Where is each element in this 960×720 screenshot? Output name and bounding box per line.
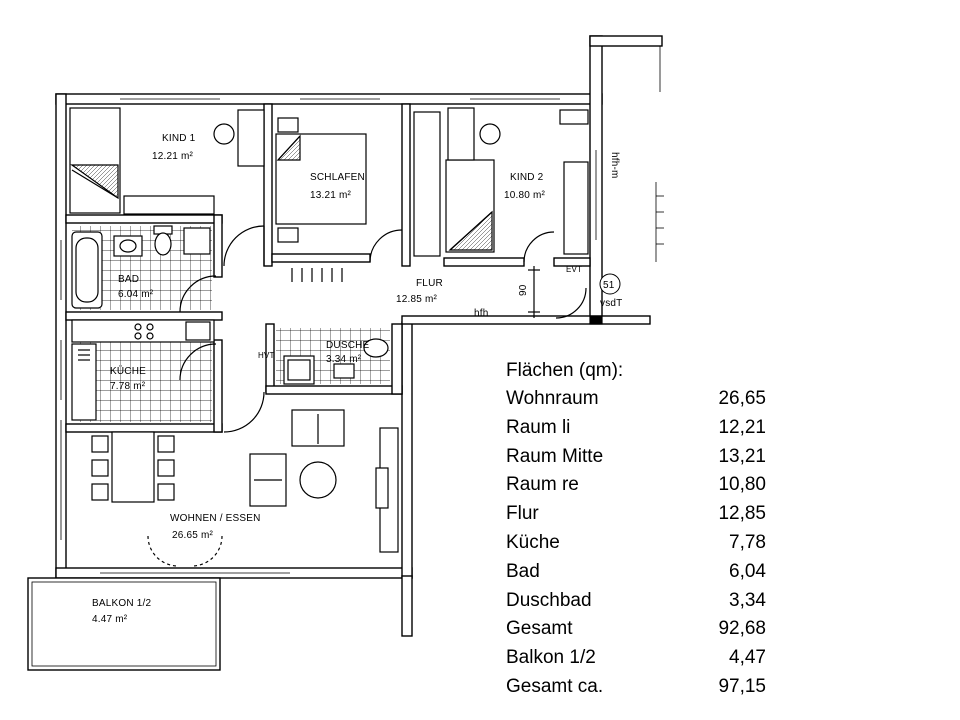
- area-row-label: Raum li: [506, 416, 571, 438]
- area-row-value: 6,04: [729, 560, 766, 582]
- area-row-value: 4,47: [729, 647, 766, 669]
- room-name-kind1: KIND 1: [162, 133, 196, 144]
- area-row-value: 92,68: [718, 618, 766, 640]
- area-row-value: 13,21: [718, 445, 766, 467]
- area-row-label: Wohnraum: [506, 388, 599, 409]
- area-row: Gesamt 92,68: [506, 615, 766, 644]
- evt-label: EVT: [566, 265, 582, 274]
- room-name-bad: BAD: [118, 274, 139, 285]
- area-row: Gesamt ca. 97,15: [506, 673, 766, 702]
- room-area-balkon: 4.47 m²: [92, 614, 128, 625]
- area-row-label: Flur: [506, 503, 539, 525]
- area-row-value: 97,15: [718, 675, 766, 697]
- room-area-schlafen: 13.21 m²: [310, 190, 352, 201]
- area-row-label: Gesamt ca.: [506, 675, 604, 697]
- door-tag-label: 51: [603, 280, 615, 291]
- room-name-flur: FLUR: [416, 278, 443, 289]
- area-row: Balkon 1/2 4,47: [506, 644, 766, 673]
- room-area-flur: 12.85 m²: [396, 294, 438, 305]
- area-row-label: Bad: [506, 560, 540, 582]
- hfh-vertical-label: hfh-m: [609, 152, 620, 179]
- room-name-kueche: KÜCHE: [110, 365, 146, 377]
- stair-fragment: [655, 46, 664, 262]
- interior-walls: [65, 103, 591, 433]
- room-name-kind2: KIND 2: [510, 172, 544, 183]
- area-row-value: 7,78: [729, 531, 766, 553]
- area-table: Flächen (qm): Wohnraum 26,65 Raum li 12,21…: [506, 356, 766, 702]
- area-table-title: Flächen (qm):: [506, 360, 624, 381]
- room-area-dusche: 3.34 m²: [326, 354, 362, 365]
- windows: [60, 98, 597, 574]
- vsdt-label: vsdT: [600, 298, 622, 309]
- balkon-outline: [27, 577, 221, 671]
- area-row-label: Gesamt: [506, 618, 573, 640]
- area-row-value: 12,21: [718, 416, 766, 438]
- area-row: Küche 7,78: [506, 529, 766, 558]
- hfh-label: hfh: [474, 308, 489, 319]
- plan-annotations: hfh-m hfh 90 51 vsdT EVT HVT: [258, 152, 622, 360]
- area-row-label: Küche: [506, 531, 560, 553]
- area-row-label: Balkon 1/2: [506, 647, 596, 669]
- room-area-kind2: 10.80 m²: [504, 190, 546, 201]
- area-row-label: Duschbad: [506, 589, 592, 611]
- room-name-schlafen: SCHLAFEN: [310, 172, 365, 183]
- room-area-wohnen: 26.65 m²: [172, 530, 214, 541]
- area-row: Raum re 10,80: [506, 471, 766, 500]
- hvt-label: HVT: [258, 351, 275, 360]
- room-area-bad: 6.04 m²: [118, 289, 154, 300]
- area-row-value: 10,80: [718, 474, 766, 496]
- area-row-value: 3,34: [729, 589, 766, 611]
- room-name-balkon: BALKON 1/2: [92, 598, 151, 609]
- room-name-dusche: DUSCHE: [326, 340, 370, 351]
- dimension-label: 90: [518, 284, 529, 296]
- area-row-value: 12,85: [718, 503, 766, 525]
- area-row: Duschbad 3,34: [506, 587, 766, 616]
- area-row: Wohnraum 26,65: [506, 385, 766, 414]
- area-row-label: Raum re: [506, 474, 579, 496]
- room-labels: KIND 1 12.21 m² SCHLAFEN 13.21 m² KIND 2…: [92, 133, 546, 625]
- area-row: Flur 12,85: [506, 500, 766, 529]
- area-row: Bad 6,04: [506, 558, 766, 587]
- room-name-wohnen: WOHNEN / ESSEN: [170, 513, 261, 524]
- area-row: Raum Mitte 13,21: [506, 443, 766, 472]
- area-row: Raum li 12,21: [506, 414, 766, 443]
- furniture: [69, 107, 603, 567]
- room-area-kind1: 12.21 m²: [152, 151, 194, 162]
- area-row-value: 26,65: [718, 388, 766, 409]
- room-area-kueche: 7.78 m²: [110, 381, 146, 392]
- area-row-label: Raum Mitte: [506, 445, 604, 467]
